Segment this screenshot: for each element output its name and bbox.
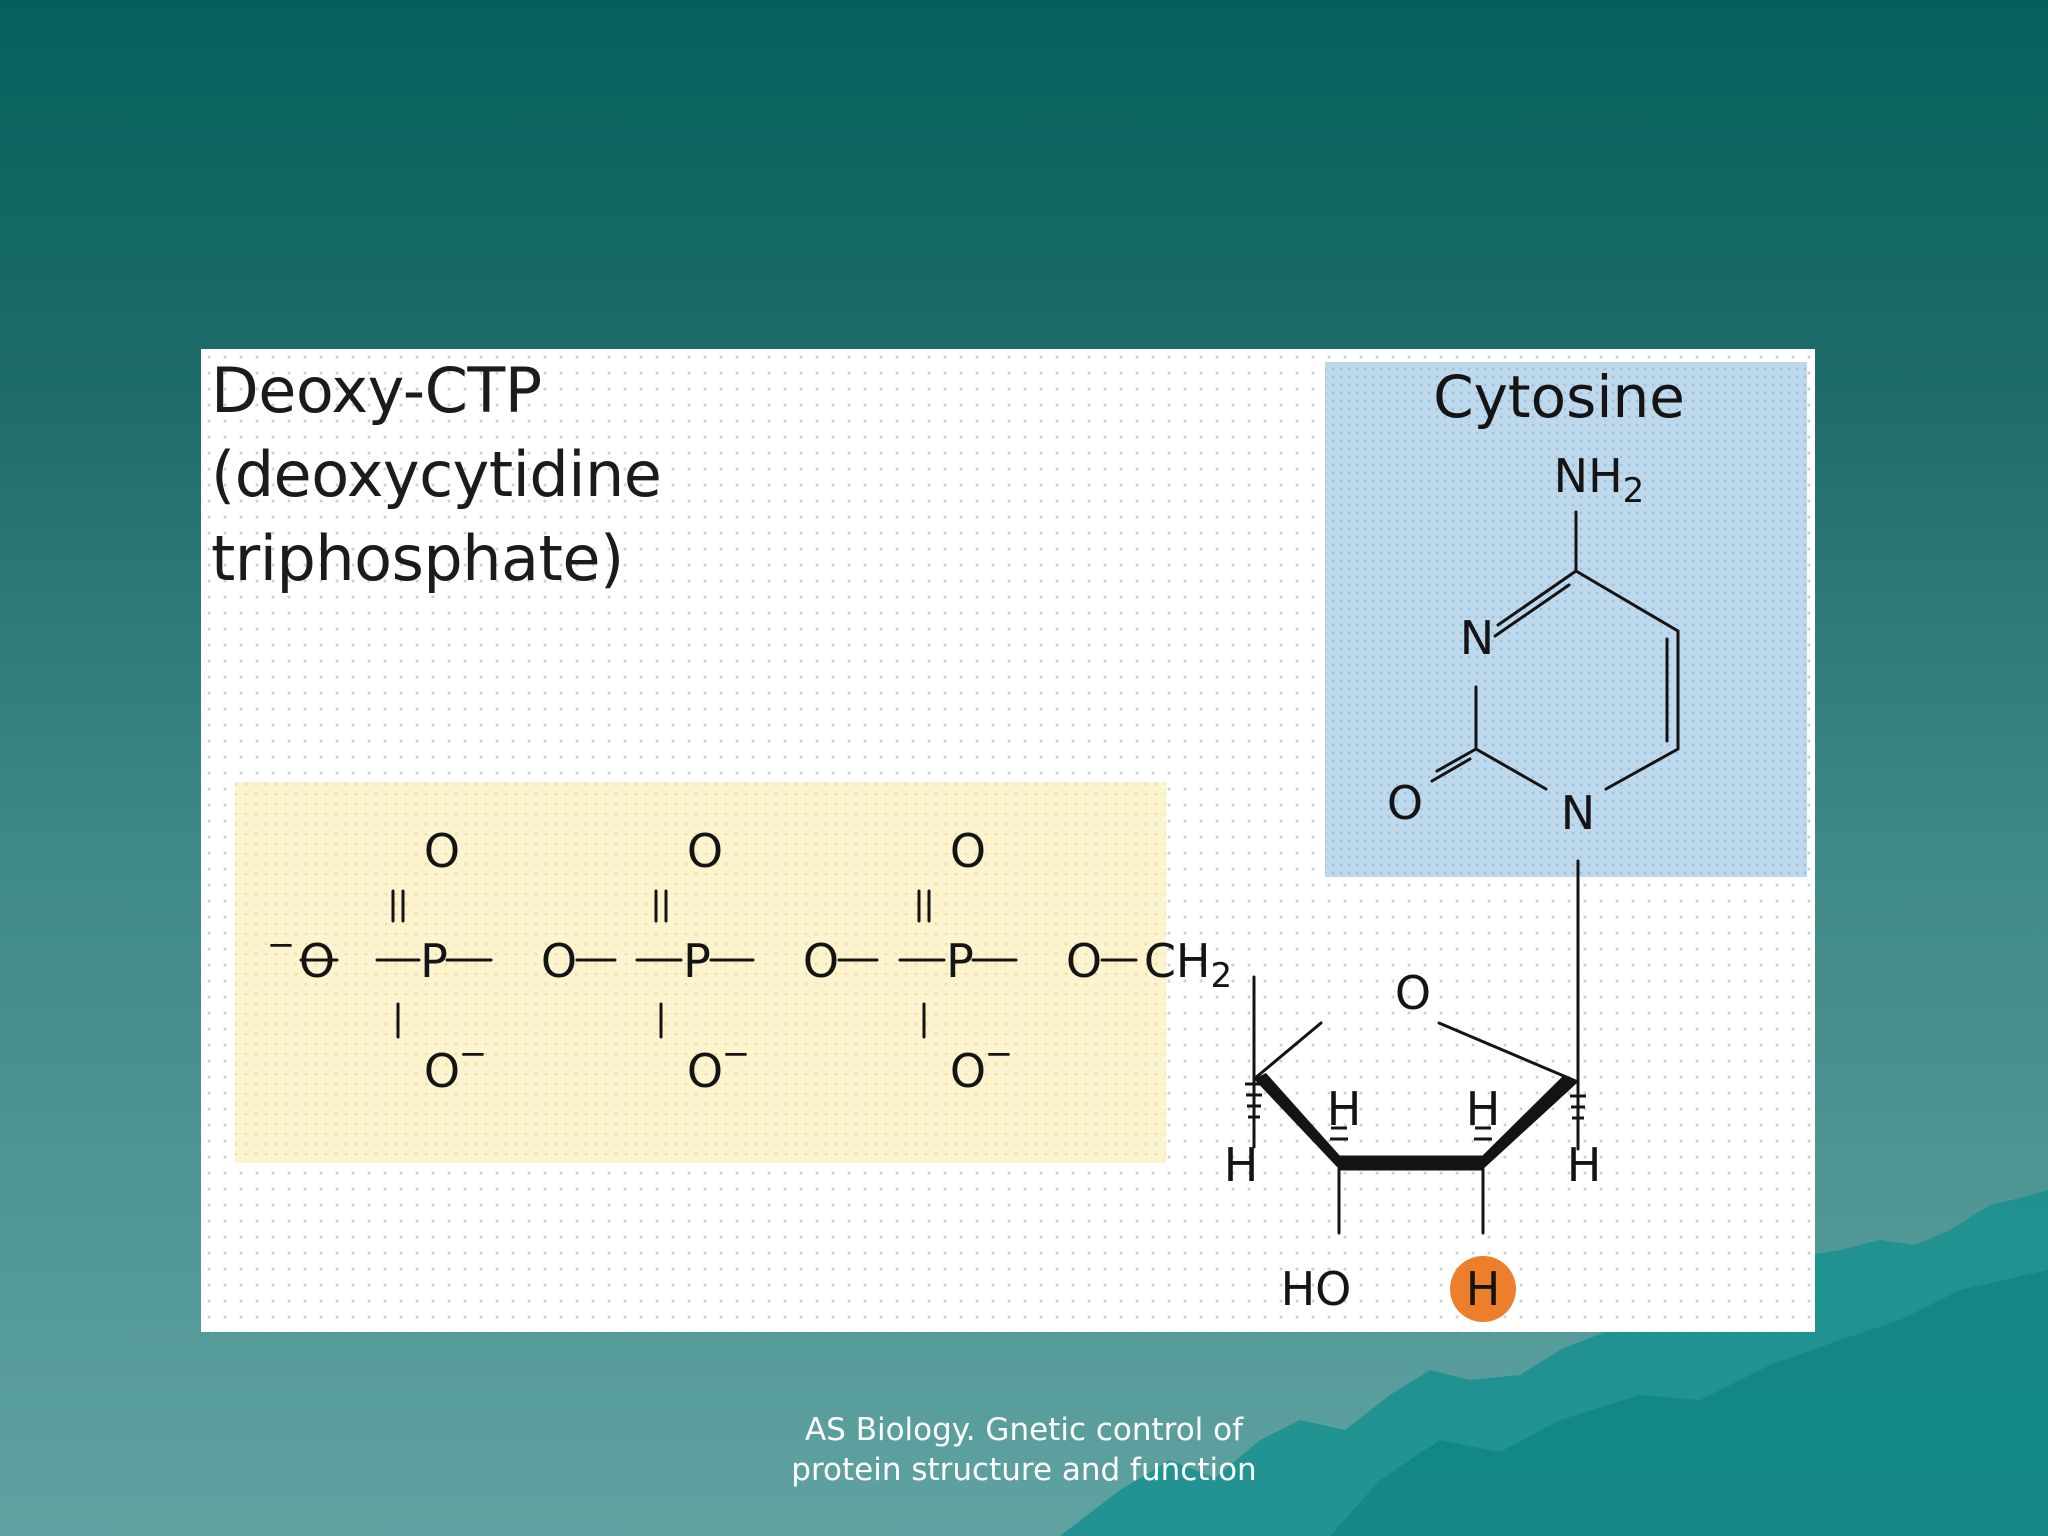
slide-footer: AS Biology. Gnetic control of protein st… [700, 1410, 1348, 1490]
bond-lines [299, 510, 1680, 1235]
carbonyl-o-label: O [1387, 776, 1423, 830]
phosphate-box [235, 782, 1166, 1163]
title-line-2: (deoxycytidine [211, 438, 662, 511]
minus-charge-b: − [722, 1034, 751, 1074]
footer-line-2: protein structure and function [791, 1452, 1257, 1488]
title-line-3: triphosphate) [211, 522, 624, 595]
n3-label: N [1460, 611, 1494, 665]
bridge-o-c-label: O [1066, 934, 1102, 988]
minus-charge-c: − [985, 1034, 1014, 1074]
cytosine-label: Cytosine [1433, 363, 1685, 431]
phosphorus-c-label: P [946, 934, 974, 988]
ch2-label: CH2 [1144, 934, 1232, 996]
phosphorus-b-label: P [683, 934, 711, 988]
terminal-o-label: O [299, 934, 335, 988]
h-c4-label: H [1224, 1138, 1259, 1192]
terminal-charge: − [267, 925, 296, 965]
minus-o-a-label: O [424, 1044, 460, 1098]
double-o-b-label: O [687, 824, 723, 878]
ho-label: HO [1281, 1262, 1352, 1316]
ring-wedge-left [1254, 1079, 1341, 1171]
structure-drawing: Cytosine NH2 N N O O − P P P O O O O O O… [235, 362, 1807, 1322]
bridge-o-a-label: O [541, 934, 577, 988]
highlight-circle [1450, 1256, 1516, 1322]
phosphorus-a-label: P [420, 934, 448, 988]
ring-bold-edge [1254, 1073, 1578, 1169]
h-c1-label: H [1567, 1138, 1602, 1192]
highlighted-h-label: H [1466, 1262, 1501, 1316]
footer-line-1: AS Biology. Gnetic control of [804, 1412, 1244, 1448]
decorative-mountains-shade [1330, 1270, 2048, 1536]
h-c2a-label: H [1327, 1082, 1362, 1136]
bridge-o-b-label: O [803, 934, 839, 988]
title-line-1: Deoxy-CTP [211, 354, 542, 427]
minus-o-c-label: O [950, 1044, 986, 1098]
double-o-c-label: O [950, 824, 986, 878]
h-c2b-label: H [1466, 1082, 1501, 1136]
hashed-bonds [1245, 1082, 1586, 1141]
dctp-structure-figure: Cytosine NH2 N N O O − P P P O O O O O O… [201, 349, 1815, 1332]
nh2-label: NH2 [1554, 449, 1645, 511]
ring-wedge-right [1481, 1082, 1578, 1171]
minus-charge-a: − [459, 1034, 488, 1074]
minus-o-b-label: O [687, 1044, 723, 1098]
n1-label: N [1561, 786, 1595, 840]
ring-o-label: O [1395, 966, 1431, 1020]
double-o-a-label: O [424, 824, 460, 878]
cytosine-box [1325, 362, 1807, 877]
